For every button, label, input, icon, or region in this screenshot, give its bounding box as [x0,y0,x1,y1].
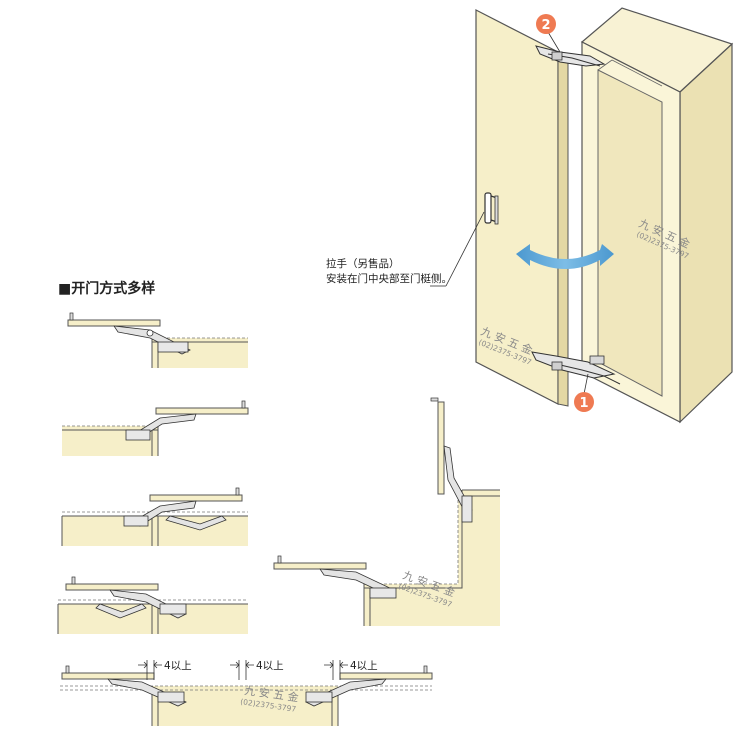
section-heading: ■开门方式多样 [58,280,155,297]
opening-diagram-6: 4以上 4以上 4以上 九 安 五 金 (02)2375-3797 [60,660,433,726]
opening-diagram-5-corner: 九 安 五 金 (02)2375-3797 [273,397,500,626]
gap-dimension-right: 4以上 [324,660,378,680]
gap-label-left: 4以上 [164,660,192,672]
opening-diagram-2 [62,400,249,456]
door-handle-icon [484,192,499,225]
gap-label-middle: 4以上 [256,660,284,672]
cabinet-side [679,42,733,424]
marker-1-label: 1 [579,396,588,411]
handle-callout: 拉手（另售品） 安装在门中央部至门梃侧。 [326,211,485,287]
gap-label-right: 4以上 [350,660,378,672]
opening-diagram-3 [61,487,248,546]
gap-dimension-middle: 4以上 [230,660,284,680]
marker-2-label: 2 [541,18,550,33]
opening-diagram-4 [57,576,248,634]
cabinet-opening [597,69,663,397]
marker-1: 1 [574,392,594,412]
opening-diagram-1 [67,312,248,368]
cabinet-door-edge [557,51,569,407]
main-cabinet-illustration: 2 1 九 安 五 金 (02)2375-3797 九 安 五 金 (02)23… [475,7,734,424]
gap-dimension-left: 4以上 [138,660,192,680]
handle-callout-line2: 安装在门中央部至门梃侧。 [326,272,452,285]
marker-2: 2 [536,14,556,34]
top-hinge-icon [535,45,606,67]
swing-arrow-icon [516,244,614,269]
bottom-hinge-icon [531,351,621,385]
handle-callout-line1: 拉手（另售品） [326,257,400,270]
